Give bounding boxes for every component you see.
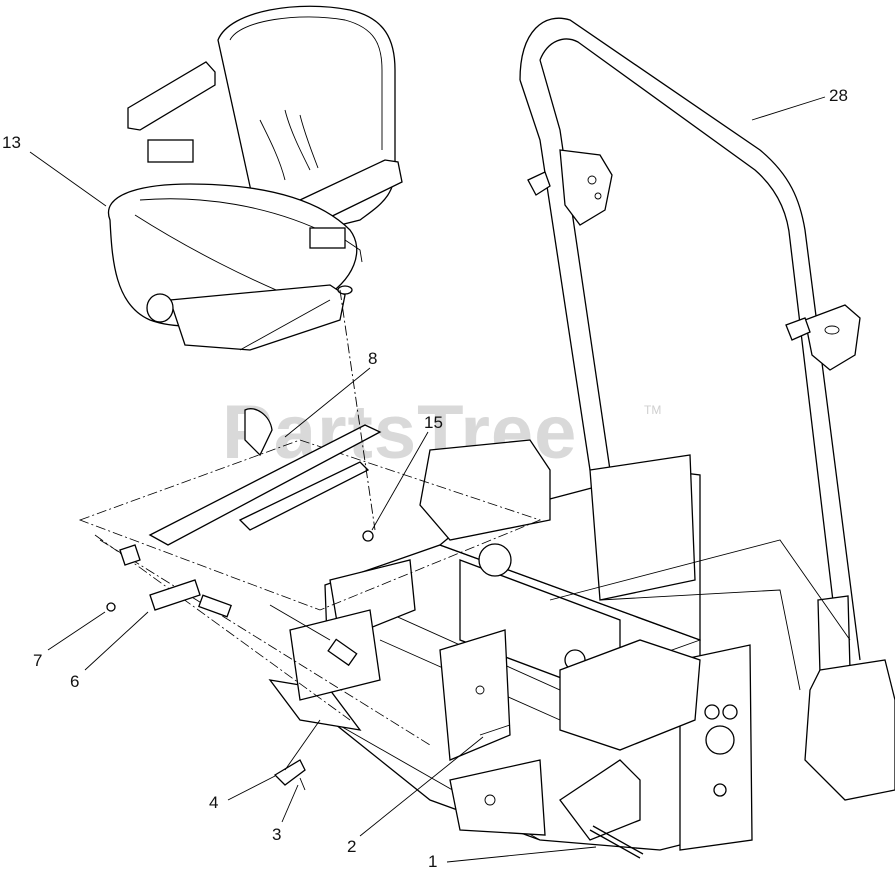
seat-assembly bbox=[107, 5, 403, 351]
callout-7: 7 bbox=[33, 651, 43, 670]
leader-8 bbox=[284, 367, 371, 438]
leader-1 bbox=[446, 846, 597, 863]
callout-2: 2 bbox=[347, 837, 357, 856]
leader-4 bbox=[227, 775, 276, 801]
callout-15: 15 bbox=[424, 413, 443, 432]
leader-15 bbox=[371, 431, 429, 531]
hardware-parts bbox=[106, 289, 644, 859]
rops-roll-bar bbox=[519, 17, 895, 801]
callout-1: 1 bbox=[428, 852, 438, 871]
frame-assembly bbox=[268, 439, 851, 851]
callout-13: 13 bbox=[2, 133, 21, 152]
seat-mount-plate bbox=[78, 439, 542, 746]
leader-13 bbox=[29, 151, 107, 207]
leader-28 bbox=[751, 96, 826, 121]
callout-8: 8 bbox=[368, 349, 378, 368]
callout-4: 4 bbox=[209, 793, 219, 812]
leader-2 bbox=[359, 736, 484, 837]
callout-3: 3 bbox=[272, 825, 282, 844]
leader-6 bbox=[84, 611, 149, 671]
watermark-trademark: TM bbox=[644, 403, 662, 417]
callout-28: 28 bbox=[829, 86, 848, 105]
callout-6: 6 bbox=[70, 672, 80, 691]
leader-3 bbox=[281, 784, 299, 823]
seat-rails bbox=[119, 408, 382, 566]
leader-lines bbox=[29, 96, 826, 863]
leader-7 bbox=[47, 611, 106, 651]
